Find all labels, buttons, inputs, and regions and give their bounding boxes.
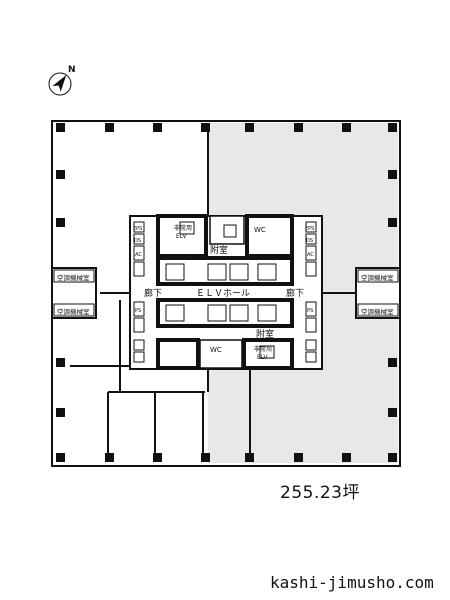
label-emergency-elv-top-line1: 非常用 (174, 224, 192, 232)
label-hvac-right-bottom: 空調機械室 (361, 307, 394, 316)
label-annex-bottom: 附室 (256, 328, 274, 340)
label-ac-left: AC (135, 252, 142, 258)
label-emergency-elv-bottom-line1: 非常用 (254, 345, 272, 353)
label-ac-right: AC (307, 252, 314, 258)
label-eps-left: EPS (133, 226, 142, 232)
label-emergency-elv-top: 非常用 ELV (174, 224, 194, 240)
compass-icon (48, 72, 72, 96)
hvac-room-left (51, 267, 97, 319)
label-elv-hall: ＥＬＶホール (196, 288, 250, 299)
label-hvac-left-top: 空調機械室 (57, 273, 90, 282)
hvac-room-right (355, 267, 401, 319)
label-emergency-elv-bottom: 非常用 ELV (254, 345, 274, 361)
stair-bottom (156, 338, 200, 370)
floor-area: 255.23坪 (280, 483, 360, 503)
label-emergency-elv-bottom-line2: ELV (257, 354, 268, 361)
label-ds-right: DS (306, 238, 313, 244)
label-ds-left: DS (134, 238, 141, 244)
label-wc-bottom: WC (210, 346, 222, 354)
label-annex-top: 附室 (210, 244, 228, 256)
wc-bottom (199, 339, 243, 369)
columns (56, 123, 397, 462)
compass-north-label: N (68, 65, 76, 75)
label-ps-left: PS (135, 308, 141, 314)
label-corridor-right: 廊下 (286, 287, 304, 299)
label-eps-right: EPS (305, 226, 314, 232)
label-ps-right: PS (307, 308, 313, 314)
label-hvac-right-top: 空調機械室 (361, 273, 394, 282)
website-watermark: kashi-jimusho.com (270, 573, 434, 592)
label-hvac-left-bottom: 空調機械室 (57, 307, 90, 316)
wc-top (245, 214, 294, 258)
label-emergency-elv-top-line2: ELV (176, 233, 187, 240)
core (100, 214, 360, 370)
label-corridor-left: 廊下 (144, 287, 162, 299)
label-wc-top: WC (254, 226, 266, 234)
